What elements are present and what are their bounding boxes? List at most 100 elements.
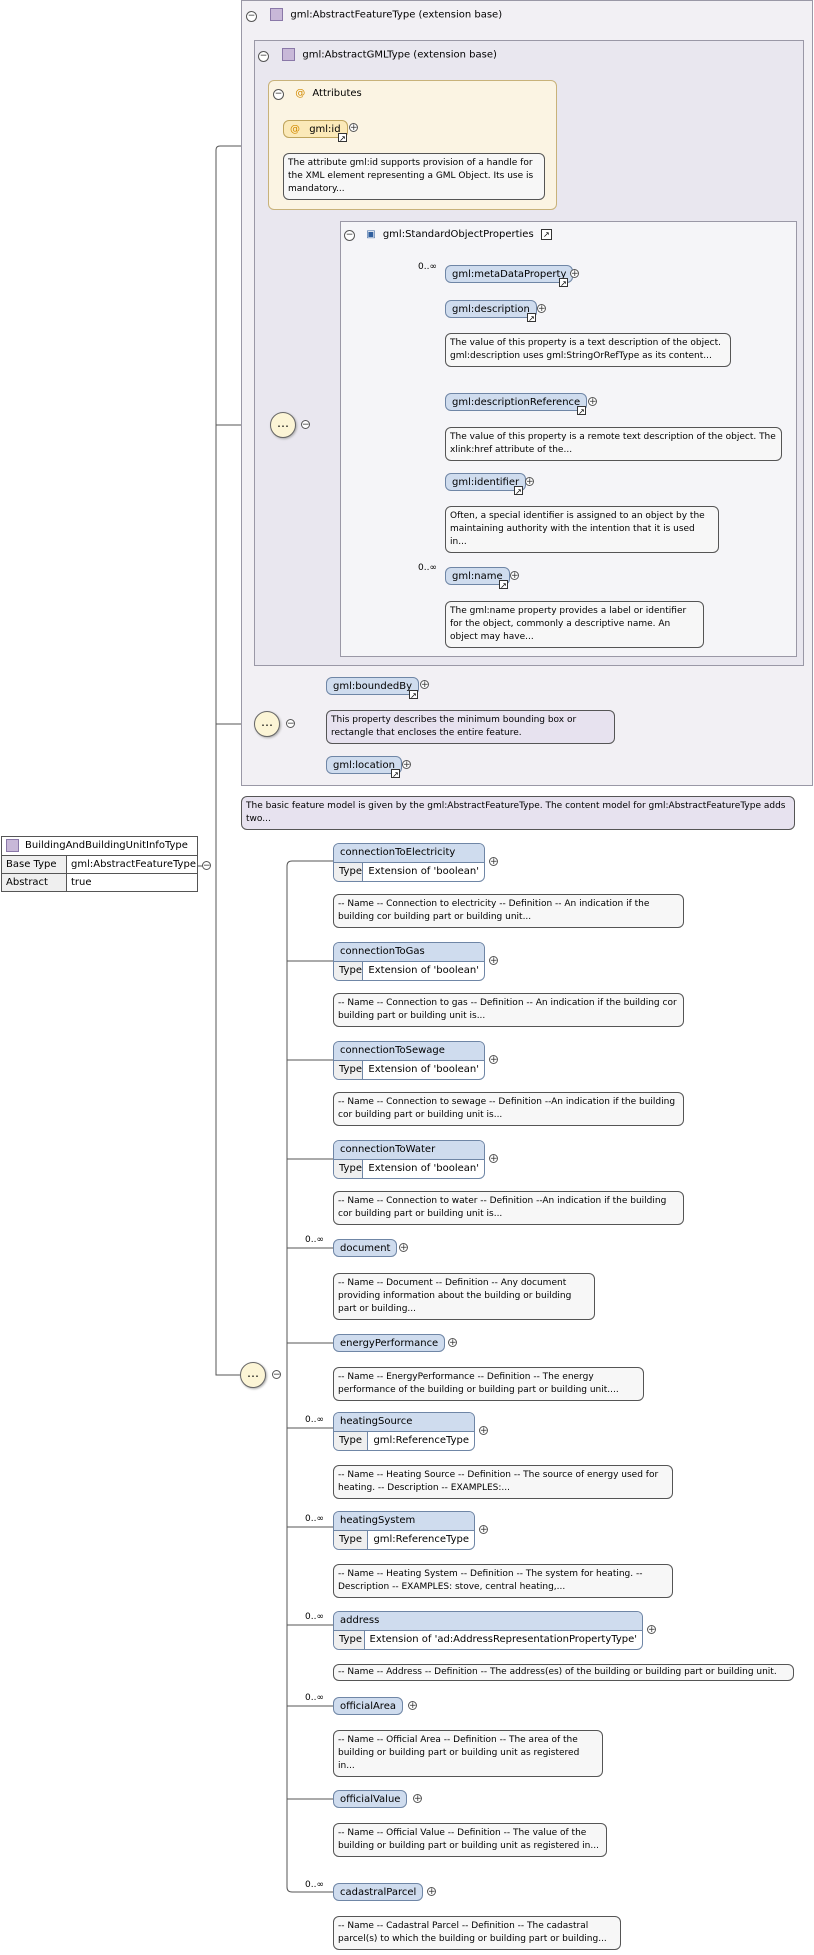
element-label: gml:location bbox=[333, 760, 395, 771]
root-row-base-type: Base Type gml:AbstractFeatureType bbox=[2, 856, 197, 874]
element-label: officialValue bbox=[340, 1794, 401, 1805]
element-officialvalue[interactable]: officialValue bbox=[333, 1790, 408, 1808]
link-icon[interactable]: ↗ bbox=[409, 690, 418, 700]
row-value: true bbox=[71, 877, 92, 888]
element-officialarea[interactable]: officialArea bbox=[333, 1697, 403, 1715]
collapse-icon[interactable]: − bbox=[286, 719, 295, 729]
root-type-table[interactable]: BuildingAndBuildingUnitInfoType Base Typ… bbox=[1, 836, 198, 892]
expand-icon[interactable]: + bbox=[413, 1794, 422, 1804]
collapse-icon[interactable]: − bbox=[301, 420, 310, 430]
element-label: address bbox=[334, 1612, 642, 1631]
expand-icon[interactable]: + bbox=[489, 1154, 498, 1164]
multiplicity: 0..∞ bbox=[305, 1514, 324, 1524]
element-label: cadastralParcel bbox=[340, 1887, 417, 1898]
expand-icon[interactable]: + bbox=[489, 1055, 498, 1065]
link-icon[interactable]: ↗ bbox=[527, 313, 536, 323]
expand-icon[interactable]: + bbox=[427, 1887, 436, 1897]
element-label: gml:boundedBy bbox=[333, 681, 413, 692]
element-label: connectionToElectricity bbox=[334, 844, 484, 863]
attributes-title: Attributes bbox=[312, 88, 362, 99]
collapse-icon[interactable]: − bbox=[258, 50, 269, 62]
element-document[interactable]: document bbox=[333, 1239, 398, 1257]
gml-id-attribute[interactable]: @ gml:id bbox=[283, 120, 348, 138]
expand-icon[interactable]: + bbox=[510, 571, 519, 581]
element-gml-name[interactable]: gml:name bbox=[445, 567, 510, 585]
attribute-icon: @ bbox=[290, 124, 300, 135]
element-label: heatingSystem bbox=[334, 1512, 474, 1531]
expand-icon[interactable]: + bbox=[402, 760, 411, 770]
expand-icon[interactable]: + bbox=[647, 1625, 656, 1635]
element-gml-descriptionreference[interactable]: gml:descriptionReference bbox=[445, 393, 588, 411]
attributes-header: − @ Attributes bbox=[273, 88, 362, 100]
standard-object-properties-header: − ▣ gml:StandardObjectProperties ↗ bbox=[344, 229, 552, 241]
abstract-gml-type-header: − gml:AbstractGMLType (extension base) bbox=[258, 48, 497, 62]
collapse-icon[interactable]: − bbox=[246, 10, 257, 22]
type-value: Extension of 'ad:AddressRepresentationPr… bbox=[369, 1634, 638, 1645]
element-energyperformance[interactable]: energyPerformance bbox=[333, 1334, 446, 1352]
element-label: document bbox=[340, 1243, 391, 1254]
sequence-node-icon[interactable]: ⋯ bbox=[254, 711, 280, 737]
gml-boundedby-documentation: This property describes the minimum boun… bbox=[326, 710, 615, 744]
link-icon[interactable]: ↗ bbox=[391, 769, 400, 779]
element-gml-metadataproperty[interactable]: gml:metaDataProperty bbox=[445, 265, 574, 283]
expand-icon[interactable]: + bbox=[570, 269, 579, 279]
expand-icon[interactable]: + bbox=[408, 1701, 417, 1711]
element-gml-location[interactable]: gml:location bbox=[326, 756, 402, 774]
type-key: Type bbox=[334, 1432, 369, 1450]
expand-icon[interactable]: + bbox=[537, 304, 546, 314]
energyperformance-documentation: -- Name -- EnergyPerformance -- Definiti… bbox=[333, 1367, 644, 1401]
expand-icon[interactable]: + bbox=[399, 1243, 408, 1253]
element-label: gml:descriptionReference bbox=[452, 397, 581, 408]
abstract-feature-type-title: gml:AbstractFeatureType (extension base) bbox=[290, 9, 503, 21]
heatingsource-documentation: -- Name -- Heating Source -- Definition … bbox=[333, 1465, 673, 1499]
element-label: connectionToGas bbox=[334, 943, 484, 962]
expand-icon[interactable]: + bbox=[479, 1426, 488, 1436]
sequence-node-icon[interactable]: ⋯ bbox=[240, 1362, 266, 1388]
officialvalue-documentation: -- Name -- Official Value -- Definition … bbox=[333, 1823, 607, 1857]
element-gml-description[interactable]: gml:description bbox=[445, 300, 537, 318]
type-key: Type bbox=[334, 1160, 364, 1178]
link-icon[interactable]: ↗ bbox=[559, 278, 568, 288]
expand-icon[interactable]: + bbox=[489, 857, 498, 867]
gml-descriptionreference-documentation: The value of this property is a remote t… bbox=[445, 427, 782, 461]
expand-icon[interactable]: + bbox=[588, 397, 597, 407]
link-icon[interactable]: ↗ bbox=[540, 229, 552, 240]
type-key: Type bbox=[334, 1531, 369, 1549]
expand-icon[interactable]: + bbox=[420, 680, 429, 690]
expand-icon[interactable]: + bbox=[489, 956, 498, 966]
abstract-feature-type-header: − gml:AbstractFeatureType (extension bas… bbox=[246, 8, 502, 22]
multiplicity: 0..∞ bbox=[418, 262, 437, 272]
collapse-icon[interactable]: − bbox=[272, 1370, 281, 1380]
type-key: Type bbox=[334, 863, 364, 881]
element-gml-boundedby[interactable]: gml:boundedBy bbox=[326, 677, 420, 695]
type-key: Type bbox=[334, 1061, 364, 1079]
collapse-icon[interactable]: − bbox=[344, 230, 355, 241]
multiplicity: 0..∞ bbox=[305, 1880, 324, 1890]
root-collapse-icon[interactable]: − bbox=[202, 861, 211, 871]
sequence-node-icon[interactable]: ⋯ bbox=[270, 412, 296, 438]
abstract-gml-type-title: gml:AbstractGMLType (extension base) bbox=[302, 49, 497, 61]
document-documentation: -- Name -- Document -- Definition -- Any… bbox=[333, 1273, 595, 1320]
attribute-icon: @ bbox=[295, 88, 306, 99]
expand-icon[interactable]: + bbox=[448, 1338, 457, 1348]
gml-id-documentation: The attribute gml:id supports provision … bbox=[283, 153, 545, 200]
multiplicity: 0..∞ bbox=[305, 1693, 324, 1703]
link-icon[interactable]: ↗ bbox=[499, 580, 508, 590]
root-type-name: BuildingAndBuildingUnitInfoType bbox=[25, 840, 188, 851]
expand-icon[interactable]: + bbox=[349, 123, 358, 133]
collapse-icon[interactable]: − bbox=[273, 89, 284, 100]
element-cadastralparcel[interactable]: cadastralParcel bbox=[333, 1883, 424, 1901]
link-icon[interactable]: ↗ bbox=[338, 133, 347, 143]
expand-icon[interactable]: + bbox=[525, 477, 534, 487]
link-icon[interactable]: ↗ bbox=[514, 486, 523, 496]
link-icon[interactable]: ↗ bbox=[577, 406, 586, 416]
element-label: energyPerformance bbox=[340, 1338, 439, 1349]
expand-icon[interactable]: + bbox=[479, 1525, 488, 1535]
